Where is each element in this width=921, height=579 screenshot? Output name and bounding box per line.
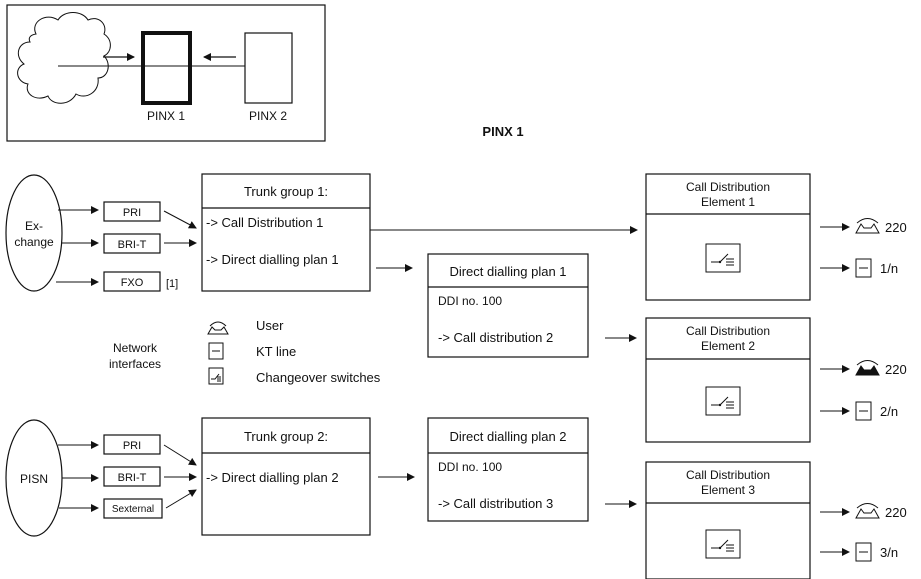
inset-pinx2-label: PINX 2 [249,109,287,123]
tg2-title: Trunk group 2: [244,429,328,444]
inset-pinx1-label: PINX 1 [147,109,185,123]
pisn-pri-box [103,434,161,455]
exchange-fxo-label: FXO [121,277,144,289]
changeover-switch-icon [208,367,224,385]
direct-dialling-plan-2: Direct dialling plan 2 DDI no. 100 -> Ca… [427,417,589,522]
cde3-title-2: Element 3 [701,483,755,497]
tg1-line2: -> Direct dialling plan 1 [206,252,339,267]
trunk-group-1: Trunk group 1: -> Call Distribution 1 ->… [201,173,371,292]
legend-kt-label: KT line [256,344,296,359]
cde2-title-2: Element 2 [701,339,755,353]
inset-overview: PINX 1 PINX 2 [6,4,326,142]
pisn-brit-label: BRI-T [118,472,147,484]
cloud-icon [17,12,111,104]
inset-pinx1-box [141,31,192,105]
direct-dialling-plan-1: Direct dialling plan 1 DDI no. 100 -> Ca… [427,253,589,358]
call-distribution-element-3: Call Distribution Element 3 [645,461,811,579]
pisn-brit-box [103,466,161,487]
legend-changeover-label: Changeover switches [256,370,381,385]
legend: User KT line Changeover switches [207,318,381,385]
cde3-title-1: Call Distribution [686,468,770,482]
ddp2-target: -> Call distribution 3 [438,496,553,511]
inset-pinx2-box [244,32,293,104]
ddp1-target: -> Call distribution 2 [438,330,553,345]
telephone-icon [207,321,229,335]
exchange-fxo-box [103,271,161,292]
footnote-label: [1] [166,278,178,290]
tg1-title: Trunk group 1: [244,184,328,199]
changeover-switch-icon [705,386,741,416]
exchange-pri-label: PRI [123,207,141,219]
exchange-brit-box [103,233,161,254]
ddp2-title: Direct dialling plan 2 [449,429,566,444]
cde2-user-number: 220 [885,362,907,377]
exchange-pri-box [103,201,161,222]
changeover-switch-icon [705,529,741,559]
cde3-kt-label: 3/n [880,545,898,560]
ddp2-ddi: DDI no. 100 [438,460,502,474]
kt-line-icon [855,401,872,421]
tg2-line1: -> Direct dialling plan 2 [206,470,339,485]
pisn-node: PISN [5,419,63,537]
pisn-sexternal-label: Sexternal [112,504,154,515]
network-interfaces-label-2: interfaces [109,357,161,371]
ddp1-ddi: DDI no. 100 [438,294,502,308]
exchange-node: Ex- change [5,174,63,292]
ddp1-title: Direct dialling plan 1 [449,264,566,279]
call-distribution-element-1: Call Distribution Element 1 [645,173,811,301]
legend-user-label: User [256,318,284,333]
exchange-label-1: Ex- [25,219,43,233]
cde1-user-number: 220 [885,220,907,235]
pisn-sexternal-box [103,498,163,519]
kt-line-icon [855,542,872,562]
pisn-label: PISN [20,472,48,486]
network-interfaces-label-1: Network [113,341,158,355]
cde3-user-number: 220 [885,505,907,520]
pisn-pri-label: PRI [123,440,141,452]
cde1-kt-label: 1/n [880,261,898,276]
trunk-group-2: Trunk group 2: -> Direct dialling plan 2 [201,417,371,536]
cde2-title-1: Call Distribution [686,324,770,338]
cde1-title-1: Call Distribution [686,180,770,194]
call-distribution-element-2: Call Distribution Element 2 [645,317,811,443]
exchange-brit-label: BRI-T [118,239,147,251]
cde1-title-2: Element 1 [701,195,755,209]
telephone-icon [855,360,880,376]
telephone-icon [855,503,880,519]
kt-line-icon [855,258,872,278]
page-title: PINX 1 [482,124,523,139]
kt-line-icon [208,342,224,360]
tg1-line1: -> Call Distribution 1 [206,215,323,230]
telephone-icon [855,218,880,234]
changeover-switch-icon [705,243,741,273]
exchange-label-2: change [14,235,54,249]
cde2-kt-label: 2/n [880,404,898,419]
